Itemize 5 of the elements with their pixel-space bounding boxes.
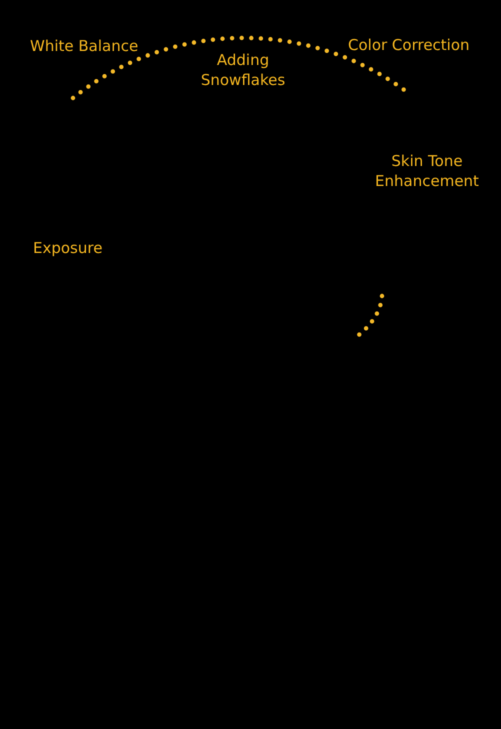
step-label: Color Correction <box>348 36 470 54</box>
step-label: Exposure <box>33 239 102 257</box>
step-label: Adding Snowflakes <box>200 51 286 89</box>
step-label: White Balance <box>30 37 138 55</box>
step-label: Skin Tone Enhancement <box>375 152 479 190</box>
